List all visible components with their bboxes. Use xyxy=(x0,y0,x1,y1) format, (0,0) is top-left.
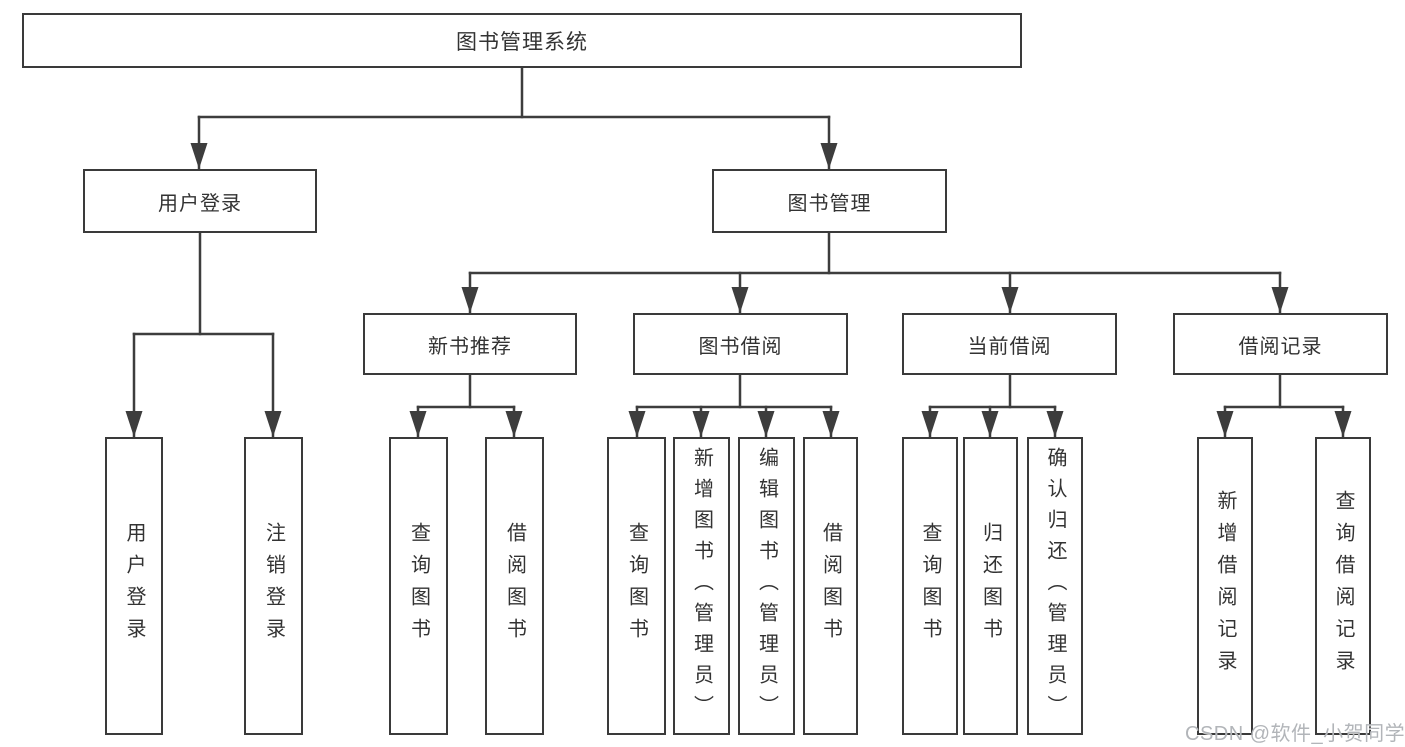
node-book-borrow: 图书借阅 xyxy=(633,313,848,375)
node-borrow-records: 借阅记录 xyxy=(1173,313,1388,375)
node-new-book-recommend: 新书推荐 xyxy=(363,313,577,375)
leaf-query-book-1-label: 查询图书 xyxy=(407,522,430,650)
node-current-borrow-label: 当前借阅 xyxy=(967,335,1052,358)
node-root: 图书管理系统 xyxy=(22,13,1022,68)
leaf-borrow-book-2-label: 借阅图书 xyxy=(819,522,842,650)
leaf-borrow-book-1: 借阅图书 xyxy=(485,437,544,735)
leaf-query-book-1: 查询图书 xyxy=(389,437,448,735)
leaf-query-book-2: 查询图书 xyxy=(607,437,666,735)
leaf-user-login: 用户登录 xyxy=(105,437,163,735)
leaf-edit-book-admin-label: 编辑图书（管理员） xyxy=(755,446,778,726)
leaf-add-borrow-record: 新增借阅记录 xyxy=(1197,437,1253,735)
leaf-user-login-label: 用户登录 xyxy=(123,522,145,650)
leaf-query-book-3-label: 查询图书 xyxy=(919,522,941,650)
node-current-borrow: 当前借阅 xyxy=(902,313,1117,375)
leaf-edit-book-admin: 编辑图书（管理员） xyxy=(738,437,795,735)
node-user-login: 用户登录 xyxy=(83,169,317,233)
leaf-query-borrow-record: 查询借阅记录 xyxy=(1315,437,1371,735)
leaf-return-book: 归还图书 xyxy=(963,437,1018,735)
node-root-label: 图书管理系统 xyxy=(456,30,588,54)
leaf-logout: 注销登录 xyxy=(244,437,303,735)
node-new-book-recommend-label: 新书推荐 xyxy=(428,335,512,358)
csdn-watermark: CSDN @软件_小贺同学 xyxy=(1185,723,1405,745)
node-book-borrow-label: 图书借阅 xyxy=(698,335,783,358)
leaf-query-book-2-label: 查询图书 xyxy=(625,522,648,650)
leaf-borrow-book-1-label: 借阅图书 xyxy=(503,522,526,650)
node-borrow-records-label: 借阅记录 xyxy=(1238,335,1323,358)
leaf-add-borrow-record-label: 新增借阅记录 xyxy=(1214,490,1236,682)
node-user-login-label: 用户登录 xyxy=(158,192,242,215)
leaf-query-borrow-record-label: 查询借阅记录 xyxy=(1332,490,1354,682)
leaf-return-book-label: 归还图书 xyxy=(979,522,1002,650)
leaf-query-book-3: 查询图书 xyxy=(902,437,958,735)
node-book-management: 图书管理 xyxy=(712,169,947,233)
leaf-logout-label: 注销登录 xyxy=(262,522,285,650)
leaf-confirm-return-admin-label: 确认归还（管理员） xyxy=(1044,446,1066,726)
leaf-confirm-return-admin: 确认归还（管理员） xyxy=(1027,437,1083,735)
leaf-borrow-book-2: 借阅图书 xyxy=(803,437,858,735)
leaf-add-book-admin-label: 新增图书（管理员） xyxy=(690,446,713,726)
node-book-management-label: 图书管理 xyxy=(787,192,872,215)
leaf-add-book-admin: 新增图书（管理员） xyxy=(673,437,730,735)
